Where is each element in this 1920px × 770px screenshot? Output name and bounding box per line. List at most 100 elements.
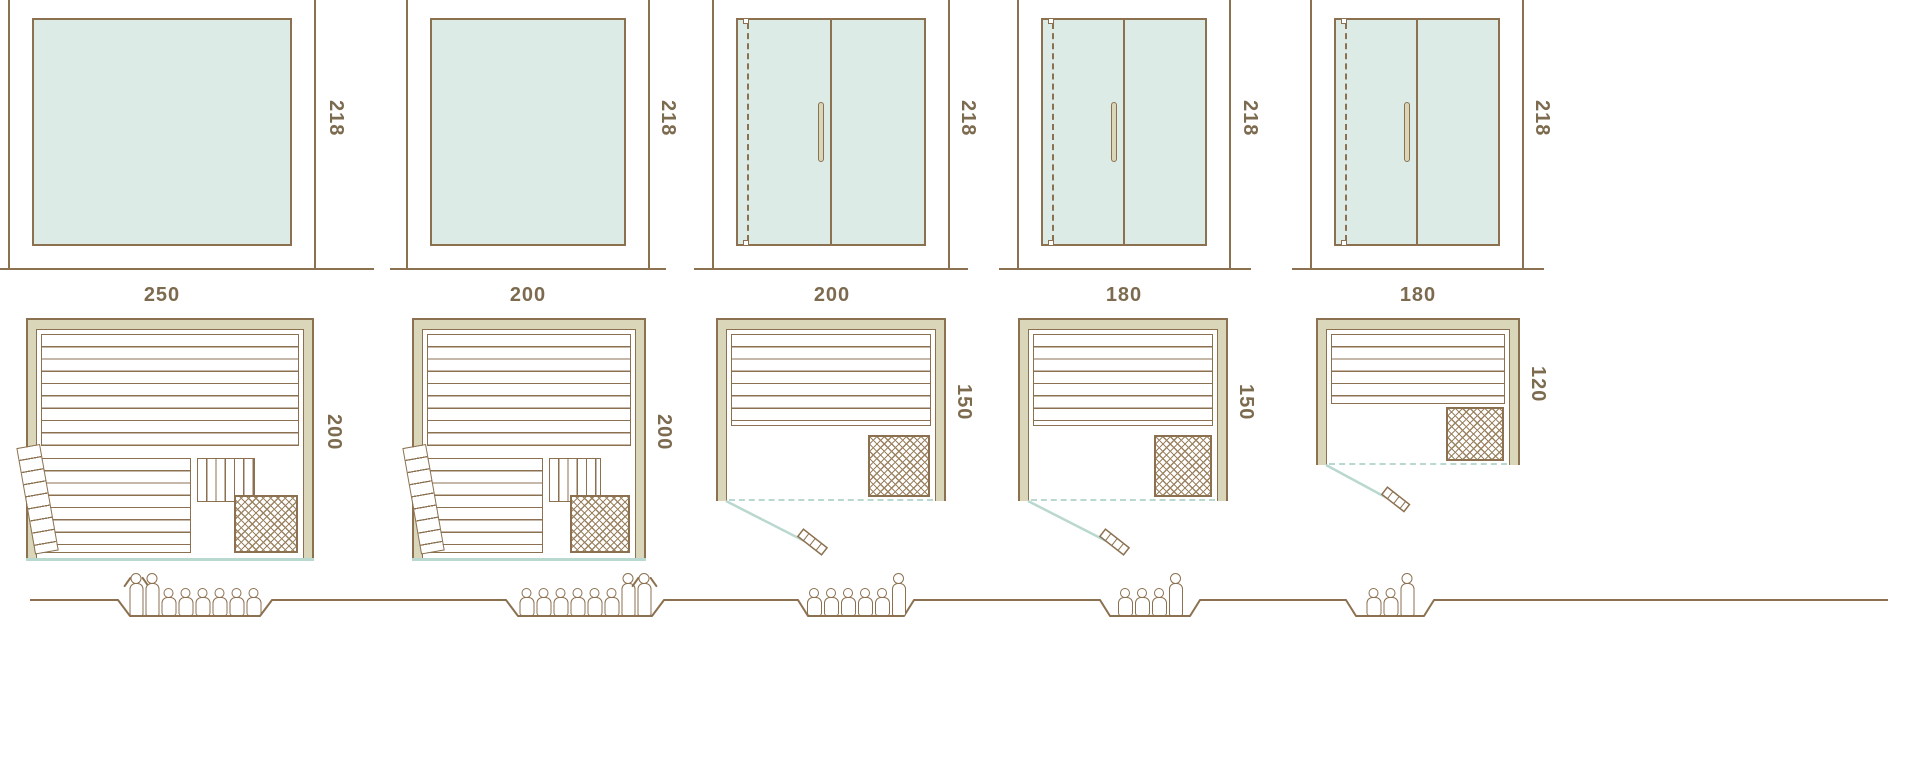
- height-dimension: 218: [325, 100, 347, 137]
- bench-end-slats: [549, 458, 601, 502]
- pivot-bottom: [743, 240, 749, 246]
- glass-door-pair: [1334, 18, 1500, 246]
- door-swing: [1325, 463, 1411, 513]
- heater: [1446, 407, 1504, 461]
- person-seated-icon: [246, 588, 261, 616]
- person-seated-icon: [1134, 588, 1150, 616]
- floor-line: [999, 268, 1251, 270]
- person-arms-up-icon: [630, 573, 658, 616]
- heater: [234, 495, 298, 553]
- person-seated-icon: [823, 588, 839, 616]
- people-group-250: [122, 573, 262, 616]
- person-arms-up-icon: [122, 573, 150, 616]
- glass-door-pair: [1041, 18, 1207, 246]
- door-handle: [818, 102, 824, 162]
- floor-line: [0, 268, 374, 270]
- height-dimension: 218: [657, 100, 679, 137]
- width-dimension: 180: [1399, 284, 1437, 306]
- glass-panel: [32, 18, 292, 246]
- person-seated-icon: [570, 588, 585, 616]
- plan-view-180x120: [1316, 318, 1520, 513]
- person-seated-icon: [806, 588, 822, 616]
- person-standing-icon: [621, 573, 635, 616]
- person-seated-icon: [195, 588, 210, 616]
- width-dimension: 180: [1105, 284, 1143, 306]
- glass-front-dashed: [1031, 499, 1215, 501]
- lower-bench-slats: [41, 458, 191, 553]
- person-seated-icon: [1383, 588, 1398, 616]
- glass-panel: [430, 18, 626, 246]
- person-seated-icon: [840, 588, 856, 616]
- bench-end-slats: [197, 458, 255, 502]
- lower-bench-slats: [427, 458, 543, 553]
- person-seated-icon: [1366, 588, 1381, 616]
- door-swing: [1027, 499, 1131, 556]
- plan-view-200x200: [402, 318, 646, 561]
- person-seated-icon: [587, 588, 602, 616]
- pivot-bottom: [1341, 240, 1347, 246]
- plan-interior: [422, 329, 636, 558]
- upper-bench-slats: [427, 334, 631, 446]
- glass-door-pair: [736, 18, 926, 246]
- hinge-dashed-line: [747, 23, 749, 241]
- depth-dimension: 200: [323, 414, 345, 451]
- person-seated-icon: [519, 588, 534, 616]
- pivot-top: [743, 18, 749, 24]
- door-handle: [1404, 102, 1410, 162]
- person-seated-icon: [874, 588, 890, 616]
- person-seated-icon: [178, 588, 193, 616]
- ground-line: [30, 599, 1888, 617]
- depth-dimension: 150: [1235, 384, 1257, 421]
- person-seated-icon: [857, 588, 873, 616]
- person-standing-icon: [891, 573, 906, 616]
- door-swing: [725, 499, 829, 556]
- door-divider: [830, 20, 832, 244]
- depth-dimension: 120: [1527, 366, 1549, 403]
- height-dimension: 218: [1531, 100, 1553, 137]
- plan-interior: [1028, 329, 1218, 501]
- width-dimension: 200: [509, 284, 547, 306]
- person-seated-icon: [553, 588, 568, 616]
- pivot-bottom: [1048, 240, 1054, 246]
- door-divider: [1123, 20, 1125, 244]
- people-group-180x120: [1366, 573, 1415, 616]
- plan-interior: [36, 329, 304, 558]
- front-elevation-200: [406, 0, 650, 270]
- front-elevation-250: [8, 0, 316, 270]
- depth-dimension: 200: [653, 414, 675, 451]
- upper-bench-slats: [41, 334, 299, 446]
- person-standing-icon: [145, 573, 159, 616]
- hinge-dashed-line: [1052, 23, 1054, 241]
- hinge-dashed-line: [1345, 23, 1347, 241]
- height-dimension: 218: [1239, 100, 1261, 137]
- upper-bench-slats: [1033, 334, 1213, 426]
- people-group-180x150: [1117, 573, 1183, 616]
- glass-front-dashed: [729, 499, 933, 501]
- depth-dimension: 150: [953, 384, 975, 421]
- glass-front-line: [26, 558, 314, 561]
- plan-view-180x150: [1018, 318, 1228, 556]
- width-dimension: 250: [143, 284, 181, 306]
- floor-line: [1292, 268, 1544, 270]
- glass-front-line: [412, 558, 646, 561]
- front-elevation-door-200: [712, 0, 950, 270]
- person-seated-icon: [212, 588, 227, 616]
- plan-view-250x200: [16, 318, 314, 561]
- person-standing-icon: [1400, 573, 1414, 616]
- height-dimension: 218: [957, 100, 979, 137]
- front-elevation-door-180: [1017, 0, 1231, 270]
- person-seated-icon: [1151, 588, 1167, 616]
- plan-interior: [726, 329, 936, 501]
- heater: [1154, 435, 1212, 497]
- person-seated-icon: [161, 588, 176, 616]
- person-seated-icon: [604, 588, 619, 616]
- person-seated-icon: [536, 588, 551, 616]
- person-standing-icon: [1168, 573, 1183, 616]
- heater: [570, 495, 630, 553]
- people-group-200: [519, 573, 658, 616]
- upper-bench-slats: [1331, 334, 1505, 404]
- front-elevation-door-180s: [1310, 0, 1524, 270]
- heater: [868, 435, 930, 497]
- width-dimension: 200: [813, 284, 851, 306]
